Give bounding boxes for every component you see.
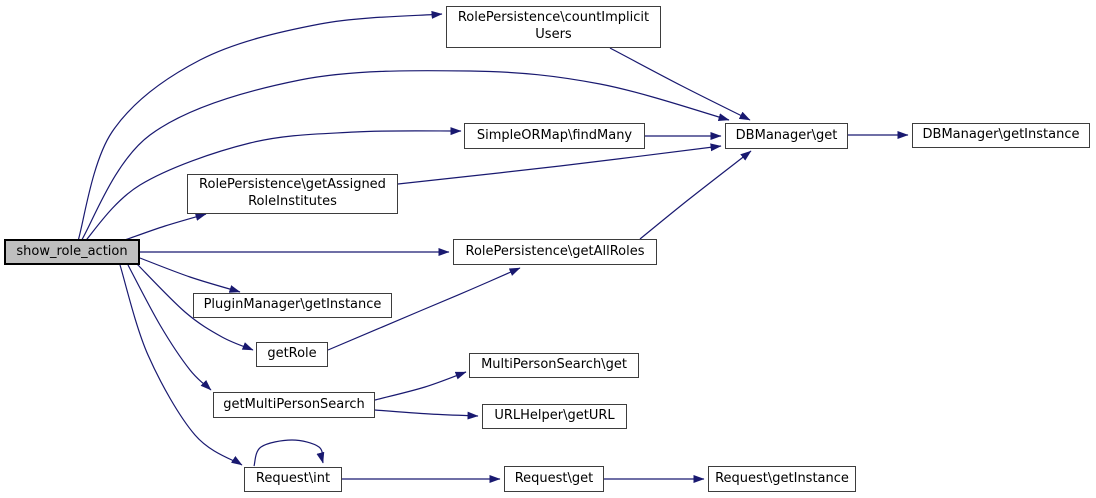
node-label: RolePersistence\countImplicit: [457, 10, 650, 26]
node-label: DBManager\getInstance: [922, 127, 1080, 143]
edge-countImplicitUsers-to-dbManagerGet: [609, 47, 751, 121]
edge-show_role_action-to-getRole: [135, 262, 254, 351]
edge-getMultiPersonSearch-to-multiPersonSearchGet: [374, 371, 467, 401]
edge-show_role_action-to-countImplicitUsers: [77, 10, 443, 242]
node-requestGet[interactable]: Request\get: [504, 466, 604, 492]
node-getRole[interactable]: getRole: [256, 342, 328, 367]
node-urlHelperGetURL[interactable]: URLHelper\getURL: [482, 404, 627, 429]
node-label: show_role_action: [16, 243, 128, 259]
node-label: getRole: [267, 346, 317, 362]
node-label: DBManager\get: [735, 127, 838, 143]
node-label: MultiPersonSearch\get: [481, 357, 627, 373]
edge-getAssignedRoleInstitutes-to-dbManagerGet: [397, 143, 722, 185]
node-label: RoleInstitutes: [248, 194, 337, 209]
edge-show_role_action-to-requestInt: [119, 264, 243, 466]
node-pluginManagerGetInstance[interactable]: PluginManager\getInstance: [193, 293, 392, 318]
node-show_role_action: show_role_action: [4, 239, 140, 265]
node-label: URLHelper\getURL: [494, 408, 615, 424]
node-requestGetInstance[interactable]: Request\getInstance: [708, 466, 856, 492]
node-label: Request\getInstance: [715, 470, 849, 486]
node-dbManagerGetInstance[interactable]: DBManager\getInstance: [912, 123, 1090, 148]
edge-getAllRoles-to-dbManagerGet: [639, 150, 752, 240]
node-getAllRoles[interactable]: RolePersistence\getAllRoles: [453, 239, 657, 265]
node-getMultiPersonSearch[interactable]: getMultiPersonSearch: [213, 392, 375, 418]
node-dbManagerGet[interactable]: DBManager\get: [725, 123, 848, 149]
node-findMany[interactable]: SimpleORMap\findMany: [464, 123, 645, 149]
node-label: RolePersistence\getAssigned: [199, 177, 386, 193]
node-label: Request\int: [255, 471, 331, 487]
node-requestInt[interactable]: Request\int: [244, 467, 342, 492]
edge-getMultiPersonSearch-to-urlHelperGetURL: [374, 409, 479, 420]
node-multiPersonSearchGet[interactable]: MultiPersonSearch\get: [469, 353, 639, 378]
edge-show_role_action-to-pluginManagerGetInstance: [139, 257, 241, 293]
edge-show_role_action-to-dbManagerGet: [79, 70, 730, 244]
edge-getRole-to-getAllRoles: [327, 267, 521, 351]
node-label: Users: [535, 27, 572, 42]
node-label: SimpleORMap\findMany: [476, 127, 633, 143]
edge-show_role_action-to-getAssignedRoleInstitutes: [124, 213, 207, 241]
edge-show_role_action-to-getMultiPersonSearch: [127, 264, 212, 391]
edge-show_role_action-to-findMany: [81, 127, 462, 246]
node-label: PluginManager\getInstance: [203, 297, 382, 313]
node-label: Request\get: [514, 470, 594, 486]
node-label: getMultiPersonSearch: [223, 396, 365, 412]
node-label: RolePersistence\getAllRoles: [465, 243, 645, 259]
edge-requestInt-to-requestInt: [253, 439, 325, 467]
